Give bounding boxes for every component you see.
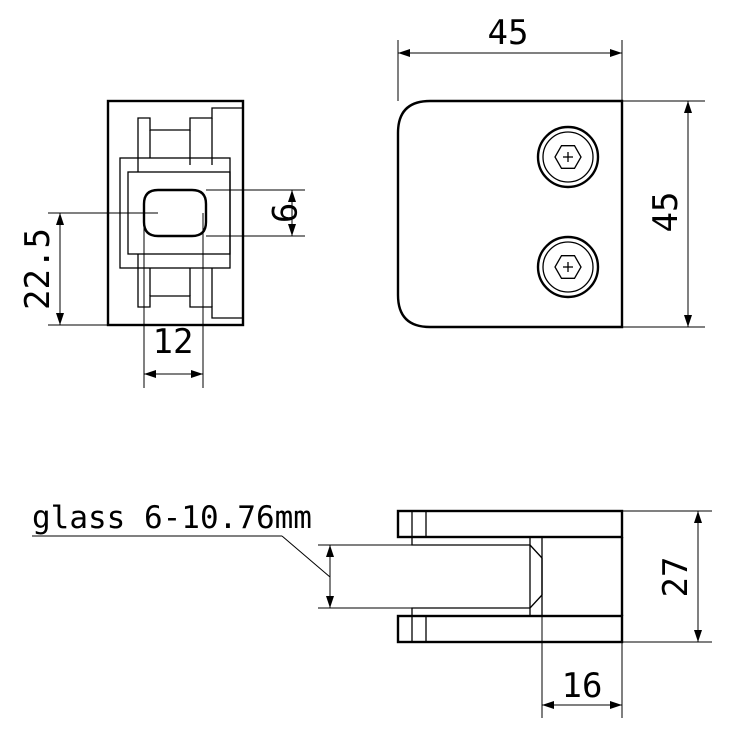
dim-offset-label: 12 [153,322,194,362]
glass-note: glass 6-10.76mm [32,500,331,578]
bottom-view-dimensions: 27 16 [318,510,712,718]
dim-depth-height-label: 27 [656,557,696,598]
front-view-dimensions: 45 45 [397,13,705,328]
upper-screw [536,125,600,189]
dim-hole-label: 9 [263,203,303,223]
side-view-dimensions: 9 22.5 12 [18,189,305,388]
dim-center-label: 22.5 [18,228,58,310]
front-view-outline [396,99,624,329]
bottom-view [396,509,624,644]
dim-body-depth-label: 16 [562,666,603,706]
upper-jaw [396,509,624,539]
glass-hole [142,188,208,238]
upper-pad [411,536,531,546]
front-view [396,99,624,329]
hex-socket-icon [554,145,582,169]
lower-jaw [396,614,624,644]
dim-width-label: 45 [488,13,529,53]
dim-height-label: 45 [646,192,686,233]
lower-pad [411,607,531,617]
note-leader [281,535,331,578]
lower-screw [536,235,600,299]
glass-note-text: glass 6-10.76mm [32,500,312,536]
hex-socket-icon [554,255,582,279]
